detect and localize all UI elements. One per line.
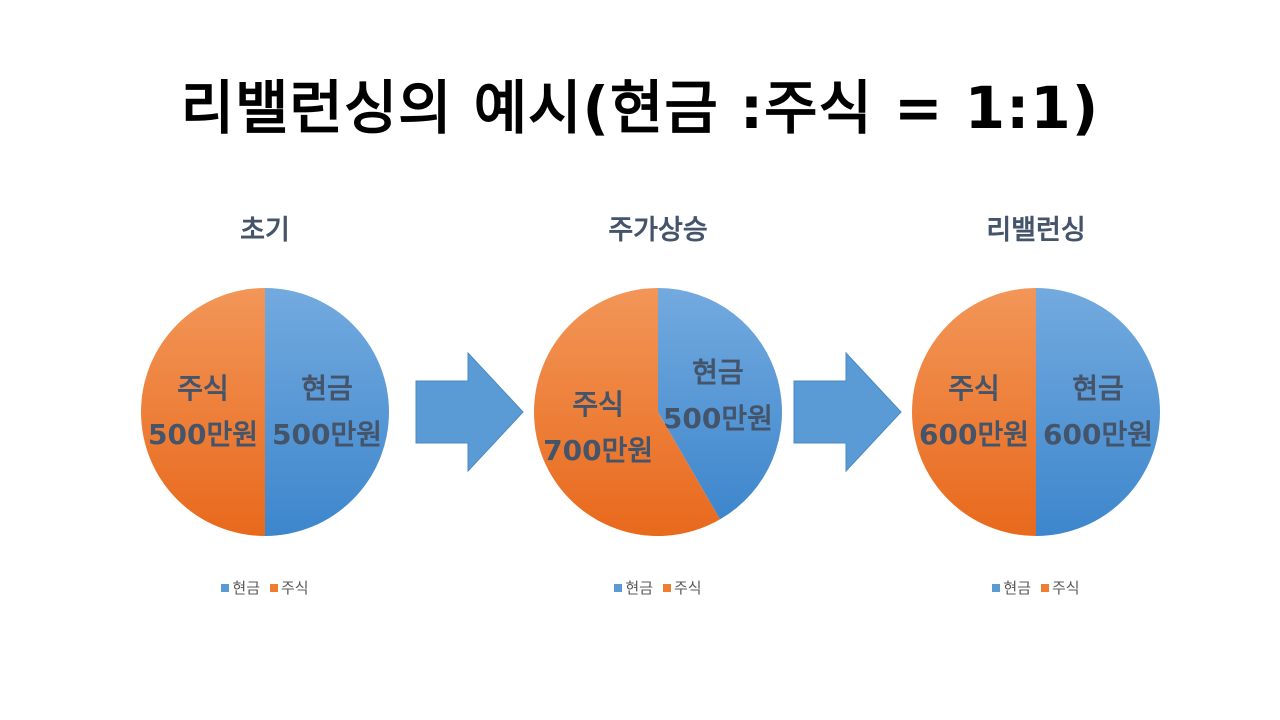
pie-slice-cash bbox=[1036, 288, 1160, 536]
legend-label: 주식 bbox=[1052, 579, 1080, 597]
legend-item-cash: 현금 bbox=[614, 577, 653, 598]
data-label-value: 500만원 bbox=[663, 402, 773, 435]
legend-label: 현금 bbox=[1003, 579, 1031, 597]
data-label-category: 현금 bbox=[301, 372, 353, 405]
chart-title: 리밸런싱 bbox=[986, 215, 1086, 246]
data-label-value: 700만원 bbox=[543, 434, 653, 467]
legend-label: 현금 bbox=[625, 579, 653, 597]
chart-legend: 현금 주식 bbox=[120, 577, 410, 598]
chart-title: 주가상승 bbox=[608, 215, 708, 246]
legend-swatch-stock bbox=[270, 583, 278, 592]
chart-legend: 현금 주식 bbox=[513, 577, 803, 598]
legend-swatch-stock bbox=[663, 583, 671, 592]
pie-slice-cash bbox=[658, 288, 782, 520]
data-label-value: 500만원 bbox=[272, 418, 382, 451]
right-arrow-icon bbox=[793, 352, 902, 472]
right-arrow-icon bbox=[415, 352, 524, 472]
data-label-value: 600만원 bbox=[1043, 418, 1153, 451]
pie-plot: 현금 500만원 주식 700만원 bbox=[533, 288, 782, 536]
chart-legend: 현금 주식 bbox=[891, 577, 1181, 598]
legend-item-stock: 주식 bbox=[270, 577, 309, 598]
data-label-category: 주식 bbox=[572, 388, 624, 421]
legend-item-stock: 주식 bbox=[1041, 577, 1080, 598]
pie-slice-stock bbox=[533, 288, 720, 536]
data-label-value: 600만원 bbox=[919, 418, 1029, 451]
pie-slice-stock bbox=[141, 288, 265, 536]
data-label-category: 주식 bbox=[177, 372, 229, 405]
legend-label: 주식 bbox=[281, 579, 309, 597]
pie-slice-cash bbox=[265, 288, 389, 536]
legend-swatch-cash bbox=[992, 583, 1001, 592]
legend-swatch-cash bbox=[614, 583, 623, 592]
legend-item-cash: 현금 bbox=[992, 577, 1031, 598]
pie-slice-stock bbox=[912, 288, 1036, 536]
legend-swatch-cash bbox=[221, 583, 230, 592]
chart-title: 초기 bbox=[240, 215, 290, 246]
data-label-category: 주식 bbox=[948, 372, 1000, 405]
legend-item-cash: 현금 bbox=[221, 577, 260, 598]
legend-item-stock: 주식 bbox=[663, 577, 702, 598]
pie-plot: 현금 500만원 주식 500만원 bbox=[141, 288, 389, 536]
data-label-value: 500만원 bbox=[148, 418, 258, 451]
data-label-category: 현금 bbox=[692, 356, 744, 389]
pie-plot: 현금 600만원 주식 600만원 bbox=[912, 288, 1160, 536]
legend-label: 현금 bbox=[232, 579, 260, 597]
legend-swatch-stock bbox=[1041, 583, 1049, 592]
legend-label: 주식 bbox=[674, 579, 702, 597]
data-label-category: 현금 bbox=[1072, 372, 1124, 405]
slide-title: 리밸런싱의 예시(현금 :주식 = 1:1) bbox=[180, 74, 1100, 142]
